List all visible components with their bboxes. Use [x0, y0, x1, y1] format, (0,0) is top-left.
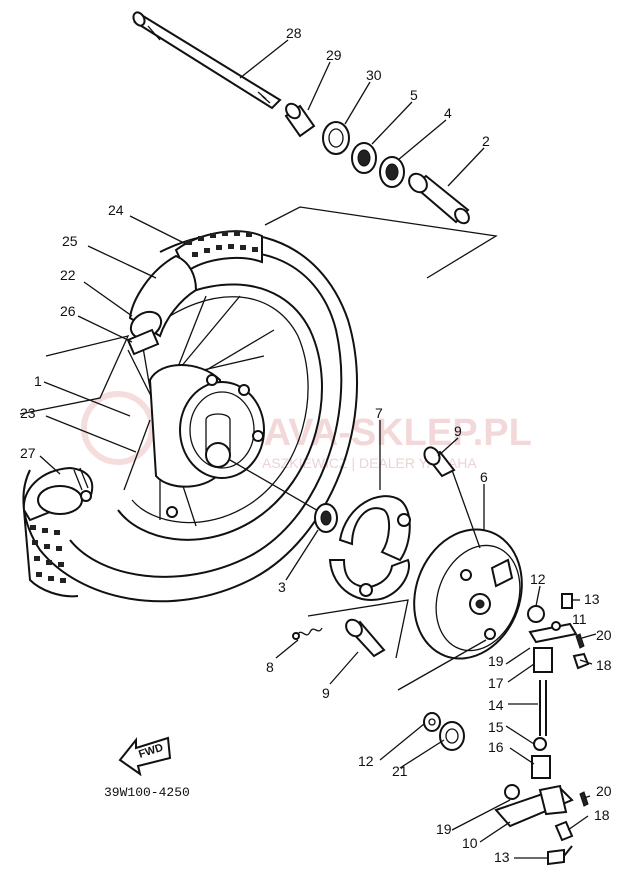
callout-29: 29	[326, 47, 342, 63]
callout-3: 3	[278, 579, 286, 595]
brake-shoe-7	[328, 495, 411, 601]
diagram-code: 39W100-4250	[104, 785, 190, 800]
callout-2: 2	[482, 133, 490, 149]
callout-4: 4	[444, 105, 452, 121]
bolt-9-top	[423, 446, 456, 478]
brake-lower-frame	[307, 599, 409, 659]
callout-14: 14	[488, 697, 504, 713]
brake-plate-6	[413, 528, 523, 660]
bearing-4	[379, 156, 405, 188]
callout-6: 6	[480, 469, 488, 485]
brake-frame-line	[451, 469, 481, 549]
axle-28	[132, 11, 282, 110]
callout-24: 24	[108, 202, 124, 218]
callout-20-bottom: 20	[596, 783, 612, 799]
watermark: MAVA-SKLEP.PL ASZKIEWICZ | DEALER YAMAHA	[81, 391, 532, 471]
callout-18-bottom: 18	[594, 807, 610, 823]
collar-29	[284, 102, 316, 138]
callout-labels: 28 29 30 5 4 2 24 25 22 26 1 23 27 7 9 6…	[20, 25, 612, 865]
callout-30: 30	[366, 67, 382, 83]
callout-10: 10	[462, 835, 478, 851]
callout-13-bottom: 13	[494, 849, 510, 865]
callout-9-top: 9	[454, 423, 462, 439]
callout-26: 26	[60, 303, 76, 319]
callout-leaders	[39, 39, 597, 859]
oil-seal-30	[322, 121, 350, 155]
bolt-9-bottom	[345, 618, 386, 658]
callout-23: 23	[20, 405, 36, 421]
watermark-tagline: ASZKIEWICZ | DEALER YAMAHA	[262, 455, 477, 471]
seal-21	[439, 721, 465, 751]
callout-11: 11	[572, 611, 587, 627]
callout-5: 5	[410, 87, 418, 103]
callout-15: 15	[488, 719, 504, 735]
callout-8: 8	[266, 659, 274, 675]
callout-12-top: 12	[530, 571, 546, 587]
link-frame-line	[397, 639, 487, 691]
callout-22: 22	[60, 267, 76, 283]
callout-27: 27	[20, 445, 36, 461]
callout-9-bottom: 9	[322, 685, 330, 701]
bearing-3	[314, 503, 338, 533]
brake-lever-10	[494, 784, 589, 866]
hub-group-frame	[264, 206, 498, 279]
wheel-group-frame	[19, 335, 130, 415]
spring-8	[292, 627, 323, 640]
callout-16: 16	[488, 739, 504, 755]
callout-19-top: 19	[488, 653, 504, 669]
washer-12	[423, 712, 441, 732]
callout-25: 25	[62, 233, 78, 249]
callout-13-top: 13	[584, 591, 600, 607]
callout-18-top: 18	[596, 657, 612, 673]
bearing-5	[351, 142, 377, 174]
fwd-arrow-icon: FWD	[118, 736, 172, 777]
callout-19-bottom: 19	[436, 821, 452, 837]
front-wheel	[22, 230, 358, 603]
callout-21: 21	[392, 763, 408, 779]
callout-1: 1	[34, 373, 42, 389]
callout-7: 7	[375, 405, 383, 421]
callout-12-bottom: 12	[358, 753, 374, 769]
watermark-brand: MAVA-SKLEP.PL	[232, 412, 532, 454]
callout-28: 28	[286, 25, 302, 41]
callout-20-top: 20	[596, 627, 612, 643]
spacer-2	[408, 172, 470, 225]
callout-17: 17	[488, 675, 504, 691]
